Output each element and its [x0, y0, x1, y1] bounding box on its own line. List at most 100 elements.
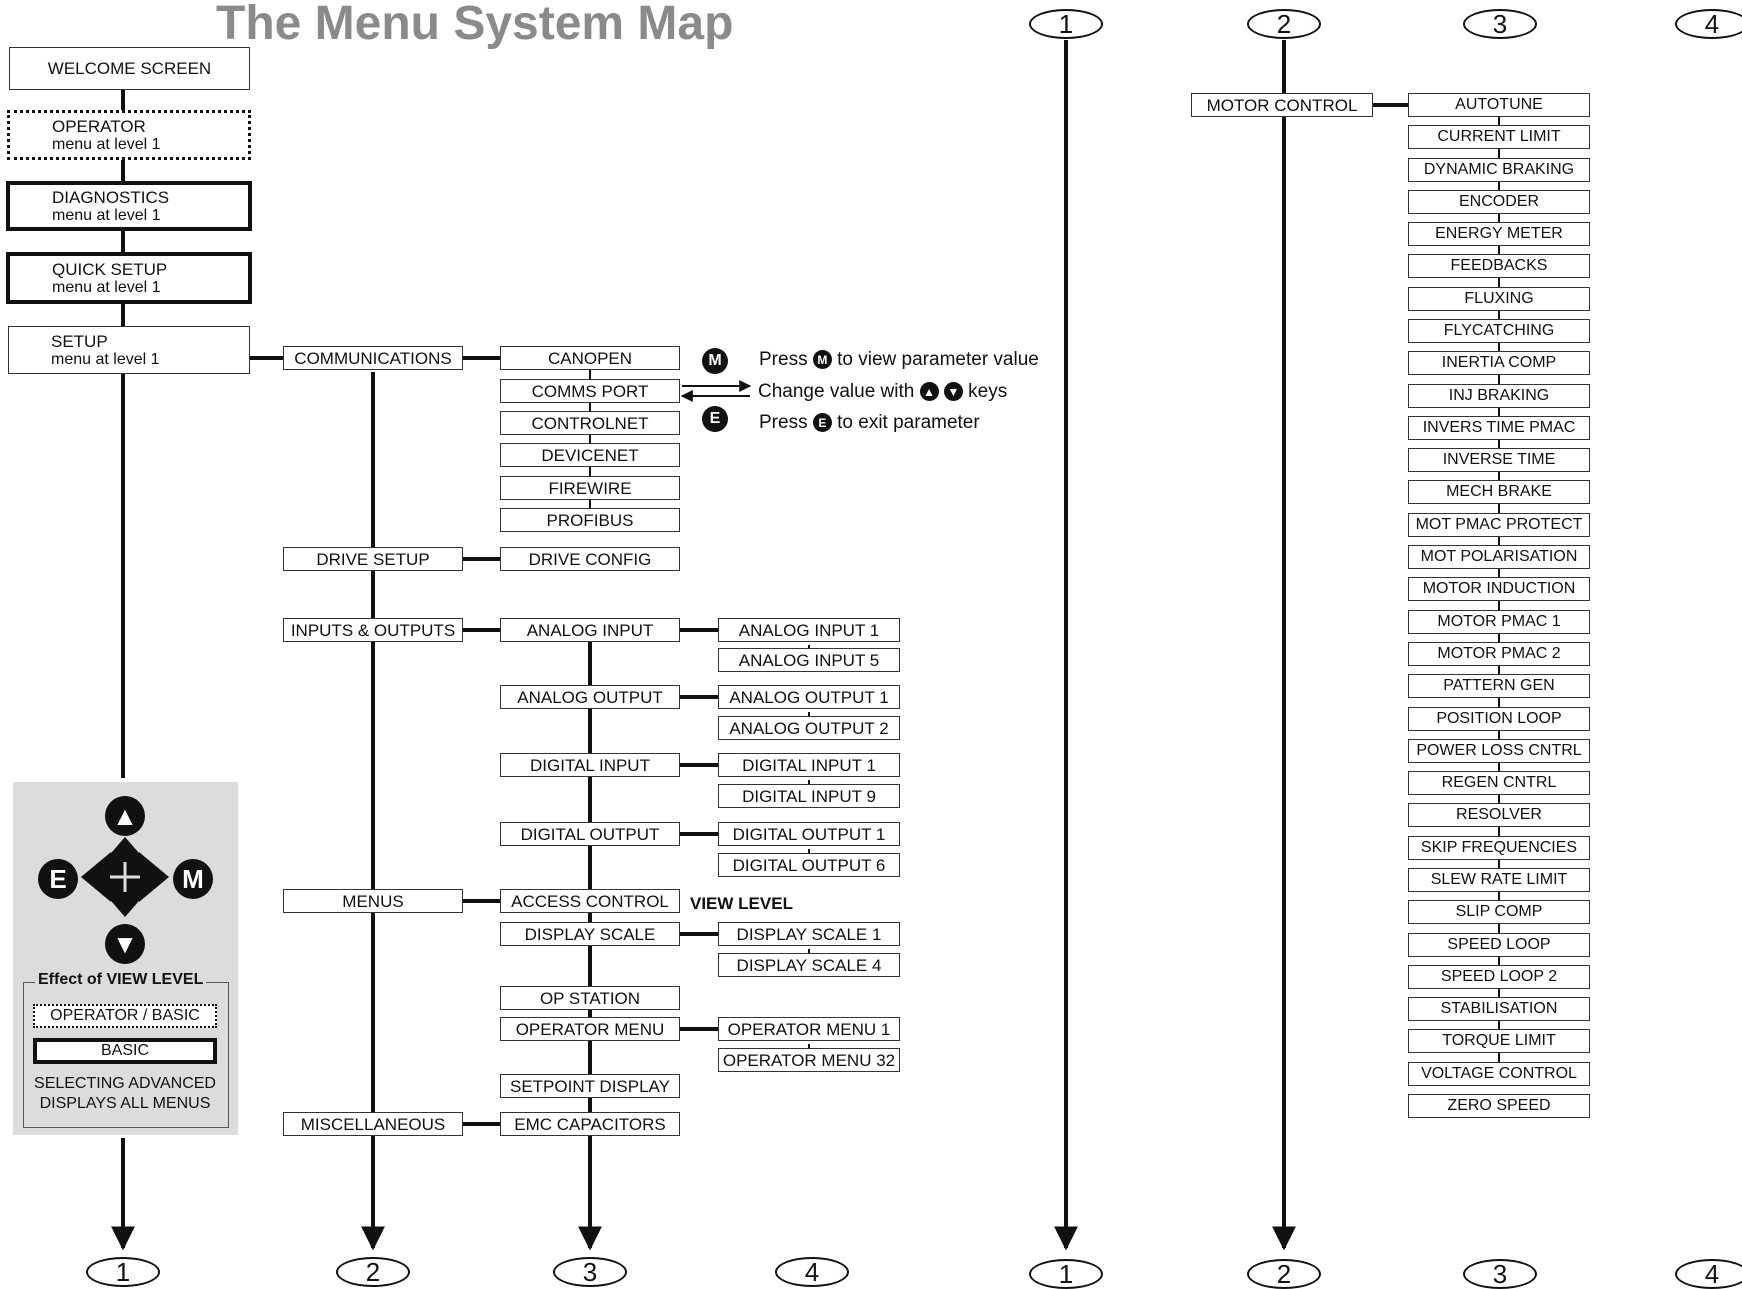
connector-top-3: 3: [1463, 9, 1537, 39]
menu-setpoint-display: SETPOINT DISPLAY: [500, 1074, 680, 1098]
menu-emc-capacitors: EMC CAPACITORS: [500, 1112, 680, 1136]
connector-bottom-left-3: 3: [553, 1257, 627, 1287]
menu-digital-input: DIGITAL INPUT: [500, 753, 680, 777]
motor-control-item: SLEW RATE LIMIT: [1408, 868, 1590, 892]
menu-di1: DIGITAL INPUT 1: [718, 753, 900, 777]
menu-om32: OPERATOR MENU 32: [718, 1048, 900, 1072]
motor-control-item: MOT PMAC PROTECT: [1408, 513, 1590, 537]
view-level-legend: ▲ ▼ E M Effect of VIEW LEVEL OPERATOR / …: [13, 782, 238, 1135]
menu-canopen: CANOPEN: [500, 346, 680, 370]
e-key-icon: E: [38, 859, 78, 899]
motor-control-item: MOTOR PMAC 2: [1408, 642, 1590, 666]
menu-miscellaneous: MISCELLANEOUS: [283, 1112, 463, 1136]
menu-label: WELCOME SCREEN: [47, 59, 212, 78]
menu-sublabel: menu at level 1: [52, 135, 161, 153]
menu-welcome: WELCOME SCREEN: [9, 47, 250, 90]
legend-solid-sample: BASIC: [33, 1038, 217, 1064]
connector-bottom-left-1: 1: [86, 1257, 160, 1287]
menu-communications: COMMUNICATIONS: [283, 346, 463, 370]
menu-analog-output: ANALOG OUTPUT: [500, 685, 680, 709]
motor-control-item: MOTOR PMAC 1: [1408, 610, 1590, 634]
menu-profibus: PROFIBUS: [500, 508, 680, 532]
motor-control-item: CURRENT LIMIT: [1408, 125, 1590, 149]
motor-control-item: FEEDBACKS: [1408, 254, 1590, 278]
motor-control-item: FLUXING: [1408, 287, 1590, 311]
motor-control-item: INVERSE TIME: [1408, 448, 1590, 472]
menu-firewire: FIREWIRE: [500, 476, 680, 500]
motor-control-item: ENCODER: [1408, 190, 1590, 214]
menu-sublabel: menu at level 1: [52, 278, 161, 296]
m-key-icon: M: [702, 348, 728, 374]
legend-note: SELECTING ADVANCED DISPLAYS ALL MENUS: [34, 1075, 216, 1112]
menu-inputs-outputs: INPUTS & OUTPUTS: [283, 618, 463, 642]
down-arrow-icon: ▼: [943, 382, 963, 402]
menu-do6: DIGITAL OUTPUT 6: [718, 853, 900, 877]
menu-comms-port: COMMS PORT: [500, 379, 680, 403]
up-arrow-icon: ▲: [919, 382, 939, 402]
menu-devicenet: DEVICENET: [500, 443, 680, 467]
menu-access-control: ACCESS CONTROL: [500, 889, 680, 913]
motor-control-item: ZERO SPEED: [1408, 1094, 1590, 1118]
keypad-diagram: [81, 837, 169, 917]
motor-control-item: INVERS TIME PMAC: [1408, 416, 1590, 440]
menu-do1: DIGITAL OUTPUT 1: [718, 822, 900, 846]
motor-control-item: MOTOR INDUCTION: [1408, 577, 1590, 601]
instruction-change-value: Change value with ▲ ▼ keys: [758, 381, 1008, 402]
menu-sublabel: menu at level 1: [51, 350, 160, 368]
menu-ds1: DISPLAY SCALE 1: [718, 922, 900, 946]
connector-bottom-left-2: 2: [336, 1257, 410, 1287]
instruction-view-value: Press M to view parameter value: [759, 349, 1039, 370]
menu-digital-output: DIGITAL OUTPUT: [500, 822, 680, 846]
motor-control-item: SKIP FREQUENCIES: [1408, 836, 1590, 860]
menu-ds4: DISPLAY SCALE 4: [718, 953, 900, 977]
connector-top-2: 2: [1247, 9, 1321, 39]
menu-display-scale: DISPLAY SCALE: [500, 922, 680, 946]
motor-control-item: STABILISATION: [1408, 997, 1590, 1021]
motor-control-item: REGEN CNTRL: [1408, 771, 1590, 795]
motor-control-item: RESOLVER: [1408, 803, 1590, 827]
connector-bottom-left-4: 4: [775, 1257, 849, 1287]
m-key-icon: M: [812, 350, 832, 370]
menu-controlnet: CONTROLNET: [500, 411, 680, 435]
menu-motor-control: MOTOR CONTROL: [1191, 93, 1373, 117]
motor-control-item: DYNAMIC BRAKING: [1408, 158, 1590, 182]
motor-control-item: POWER LOSS CNTRL: [1408, 739, 1590, 763]
motor-control-item: POSITION LOOP: [1408, 707, 1590, 731]
legend-title: Effect of VIEW LEVEL: [35, 971, 207, 989]
motor-control-item: MECH BRAKE: [1408, 480, 1590, 504]
down-key-icon: ▼: [105, 924, 145, 964]
menu-om1: OPERATOR MENU 1: [718, 1017, 900, 1041]
m-key-icon: M: [173, 859, 213, 899]
motor-control-item: FLYCATCHING: [1408, 319, 1590, 343]
connector-bottom-right-3: 3: [1463, 1259, 1537, 1289]
menu-label: OPERATOR: [52, 116, 146, 136]
menu-menus: MENUS: [283, 889, 463, 913]
menu-ao2: ANALOG OUTPUT 2: [718, 716, 900, 740]
legend-dotted-sample: OPERATOR / BASIC: [33, 1004, 217, 1028]
menu-analog-input: ANALOG INPUT: [500, 618, 680, 642]
menu-label: QUICK SETUP: [52, 259, 168, 279]
motor-control-item: VOLTAGE CONTROL: [1408, 1062, 1590, 1086]
menu-drive-config: DRIVE CONFIG: [500, 547, 680, 571]
motor-control-item: INERTIA COMP: [1408, 351, 1590, 375]
menu-ao1: ANALOG OUTPUT 1: [718, 685, 900, 709]
instruction-exit-parameter: Press E to exit parameter: [759, 412, 980, 433]
connector-top-4: 4: [1675, 9, 1742, 39]
motor-control-item: SPEED LOOP: [1408, 933, 1590, 957]
view-level-label: VIEW LEVEL: [690, 894, 793, 913]
motor-control-item: PATTERN GEN: [1408, 674, 1590, 698]
menu-di9: DIGITAL INPUT 9: [718, 784, 900, 808]
motor-control-item: ENERGY METER: [1408, 222, 1590, 246]
up-key-icon: ▲: [105, 796, 145, 836]
menu-label: DIAGNOSTICS: [52, 187, 170, 207]
e-key-icon: E: [812, 413, 832, 433]
menu-drive-setup: DRIVE SETUP: [283, 547, 463, 571]
menu-op-station: OP STATION: [500, 986, 680, 1010]
menu-label: SETUP: [51, 331, 108, 351]
motor-control-item: TORQUE LIMIT: [1408, 1029, 1590, 1053]
